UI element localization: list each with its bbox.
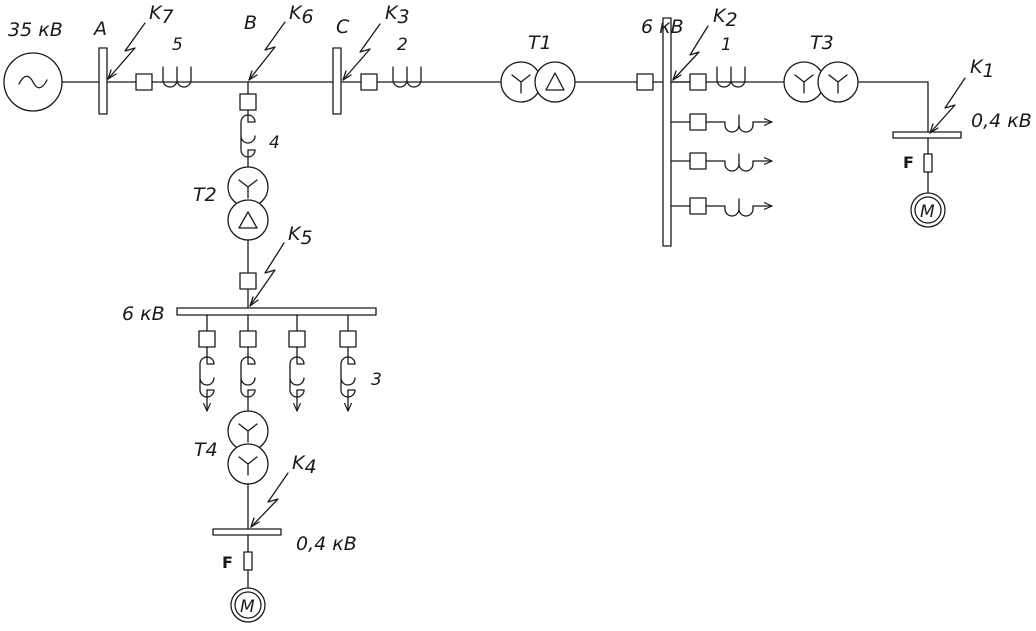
fault-k1-arrow [929,77,966,134]
transformer-t3 [783,61,859,103]
motor-bottom [230,587,266,623]
transformer-t4-label: T4 [194,439,218,461]
bus-6kv-right [662,17,672,247]
bus-04kv-bottom [212,528,282,536]
bus-a-label: A [92,18,107,40]
left-bus-feeder-4 [339,314,357,412]
transformer-t2-label: T2 [193,184,217,206]
bus-6kv-left [176,307,377,316]
transformer-t2 [227,166,269,241]
bus-04kv-right-label: 0,4 кВ [971,110,1032,132]
left-bus-feeder-2-to-t4 [239,314,257,413]
bus-04kv-right [892,131,962,139]
bus-c-label: C [336,16,350,38]
fault-k4-label: K4 [292,452,317,478]
bus-c [332,47,342,115]
fault-k3-label: K3 [385,2,410,28]
reactor-3-label: 3 [371,370,382,390]
reactor-5 [162,66,192,88]
reactor-2-label: 2 [397,35,408,55]
left-bus-feeder-3 [288,314,306,412]
breaker-branch-b [239,93,257,111]
transformer-t1 [500,61,576,103]
fuse-bottom-label: F [222,553,233,572]
breaker-line-5 [135,73,153,91]
main-line-3 [857,81,929,136]
bus-6kv-right-label: 6 кВ [641,16,684,38]
bus-6kv-left-label: 6 кВ [122,303,165,325]
reactor-1-label: 1 [721,35,732,55]
reactor-4-label: 4 [269,133,280,153]
bus-a [98,47,108,115]
fault-k6-arrow [248,21,286,81]
breaker-line-2 [360,73,378,91]
fault-k2-label: K2 [713,5,738,31]
fault-k5-label: K5 [288,223,313,249]
bus-04kv-bottom-label: 0,4 кВ [296,533,357,555]
motor-right [910,192,946,228]
left-bus-feeder-1 [198,314,216,412]
breaker-feeder-1 [689,73,707,91]
motor-bottom-label: M [240,597,255,617]
fault-k4-arrow [250,472,289,528]
fault-k5-arrow [249,242,285,307]
reactor-4 [240,109,256,169]
fault-k7-arrow [107,22,146,80]
fuse-bottom [243,551,253,571]
fault-k6-label: K6 [289,2,314,28]
right-bus-feeder-b [670,152,773,172]
ac-source-generator [3,52,63,112]
transformer-t4 [227,410,269,485]
source-voltage-label: 35 кВ [8,19,63,41]
reactor-2 [392,66,422,88]
fault-k7-label: K7 [149,2,174,28]
fault-k2-arrow [672,25,709,81]
fuse-right [923,153,933,173]
reactor-1 [716,66,746,88]
fault-k1-label: K1 [970,56,995,82]
right-bus-feeder-a [670,113,773,133]
node-b-label: B [244,12,257,34]
reactor-5-label: 5 [172,35,183,55]
transformer-t1-label: T1 [528,32,552,54]
fuse-right-label: F [903,153,914,172]
fault-k3-arrow [342,23,381,81]
motor-right-label: M [920,202,935,222]
right-bus-feeder-c [670,197,773,217]
breaker-t1-6kv [636,73,654,91]
transformer-t3-label: T3 [810,32,834,54]
breaker-t2-6kv [239,272,257,290]
